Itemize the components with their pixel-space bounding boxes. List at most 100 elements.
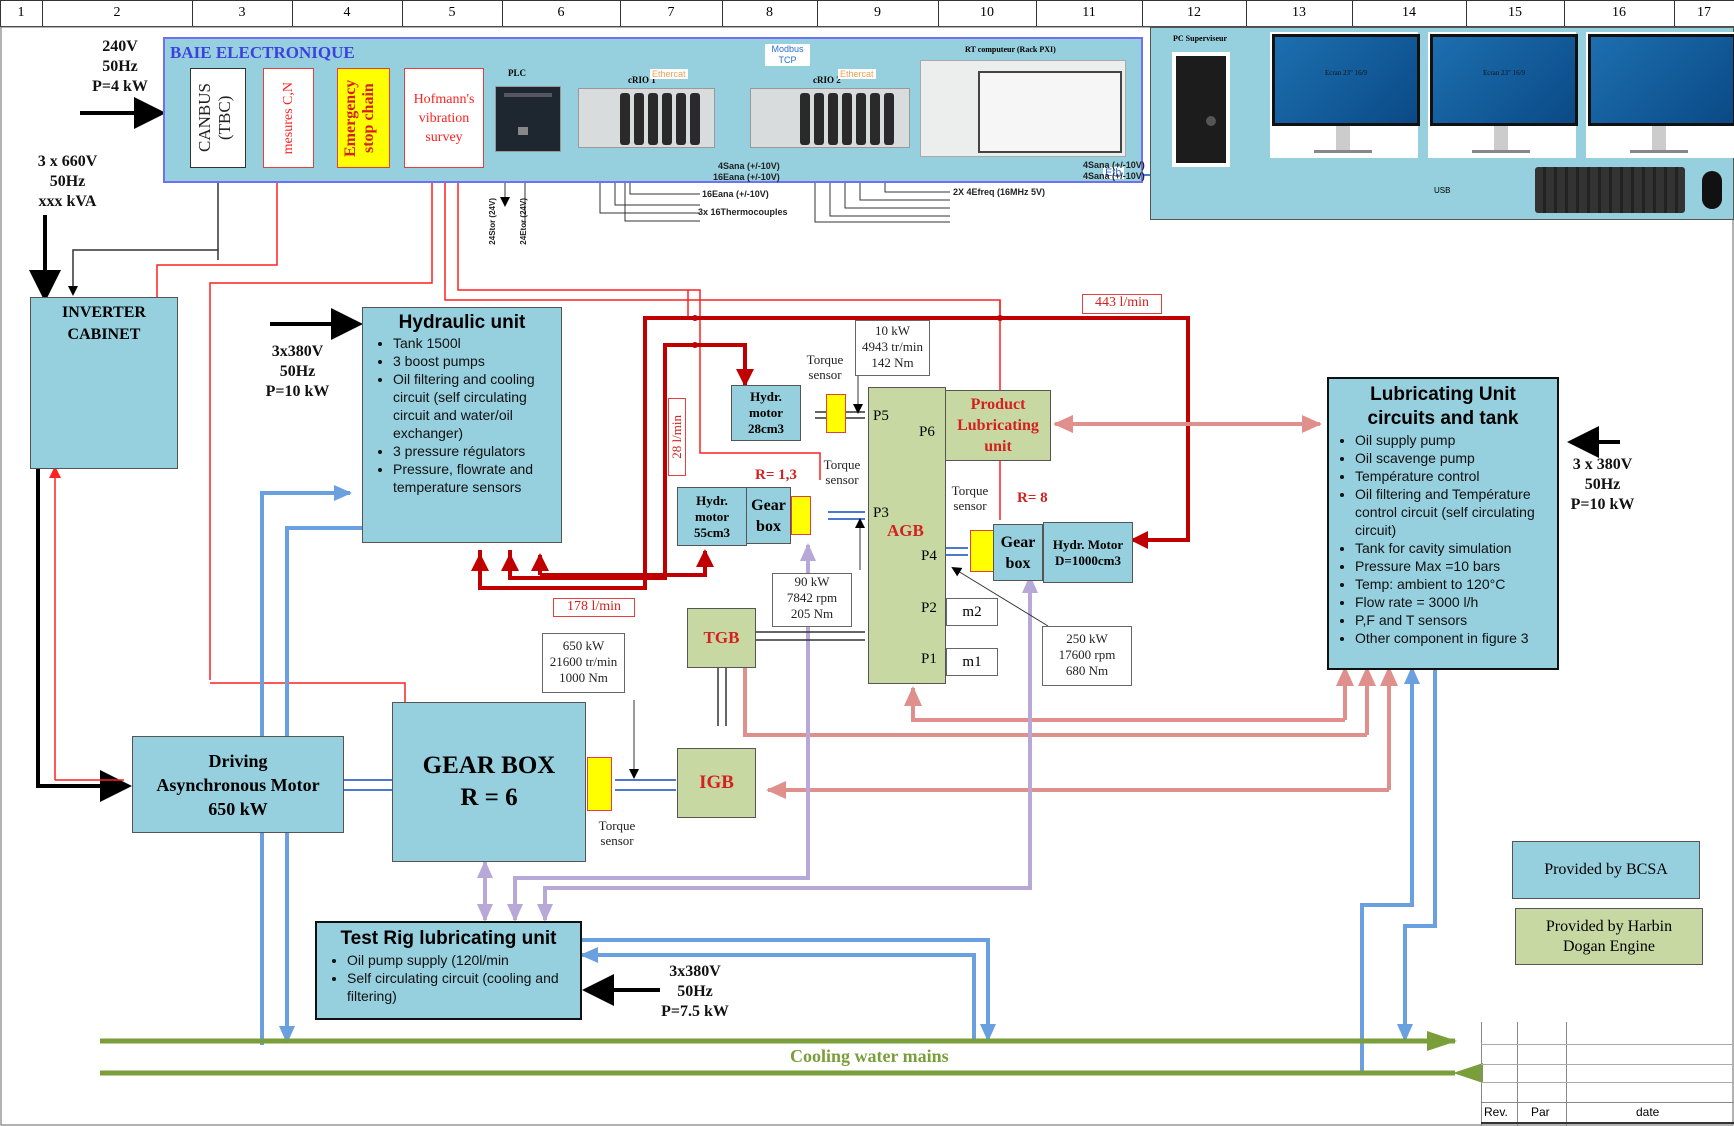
igb-block: IGB: [677, 748, 756, 818]
torque-sensor-p4: [970, 530, 995, 572]
revision-table: Rev. Par date: [1481, 1022, 1734, 1126]
usb-label: USB: [1434, 186, 1451, 195]
column-header: 4: [292, 0, 403, 26]
flow-443: 443 l/min: [1082, 294, 1162, 314]
crio1-label: cRIO 1: [628, 75, 656, 85]
ratio-8: R= 8: [1017, 490, 1048, 506]
crio-module-slot: [884, 93, 894, 145]
plc-io-out: 24Stor (24V): [488, 198, 497, 245]
list-item: Oil pump supply (120l/min: [347, 951, 574, 969]
pxi-chassis: [978, 71, 1122, 153]
monitor-label: Ecran 23" 16/9: [1482, 69, 1526, 77]
mouse: [1702, 171, 1722, 209]
plc-port: [518, 127, 528, 135]
crio-module-slot: [828, 93, 838, 145]
port-p4: P4: [921, 548, 937, 564]
monitor-stand: [1652, 126, 1666, 150]
column-header: 6: [502, 0, 621, 26]
torque-label-p5: Torque sensor: [806, 352, 844, 382]
column-header: 7: [620, 0, 723, 26]
monitor-stand: [1336, 126, 1350, 150]
hydr-motor-55: Hydr. motor 55cm3: [677, 487, 747, 546]
rt-computer-device: [920, 60, 1126, 157]
monitor-label: Ecran 23" 16/9: [1324, 69, 1368, 77]
par-header: Par: [1531, 1105, 1550, 1119]
inverter-cabinet: INVERTER CABINET: [30, 297, 178, 469]
column-header: 10: [938, 0, 1037, 26]
gearbox-p3: Gear box: [746, 487, 791, 544]
pc-power-button: [1206, 116, 1216, 126]
column-header: 16: [1564, 0, 1675, 26]
column-header: 2: [42, 0, 193, 26]
crio-module-slot: [634, 93, 644, 145]
hydraulic-unit: Hydraulic unit Tank 1500l3 boost pumpsOi…: [362, 307, 562, 543]
torque-sensor-p3: [791, 496, 811, 535]
product-lubricating-unit: Product Lubricating unit: [945, 390, 1051, 461]
tgb-block: TGB: [687, 608, 756, 668]
monitor: Ecran 23" 16/9: [1428, 32, 1578, 158]
hofmann-box: Hofmann's vibration survey: [404, 68, 484, 168]
crio1-io-2: 16Eana (+/-10V): [713, 172, 780, 182]
torque-sensor-main: [587, 757, 612, 811]
hydraulic-unit-list: Tank 1500l3 boost pumpsOil filtering and…: [369, 334, 555, 496]
list-item: Self circulating circuit (cooling and fi…: [347, 969, 574, 1005]
plc-terminal-strip: [504, 93, 552, 97]
list-item: Oil supply pump: [1355, 431, 1555, 449]
rt-computer-label: RT computeur (Rack PXI): [965, 45, 1056, 54]
eth-label: Eth: [1103, 167, 1124, 179]
modbus-label: Modbus TCP: [765, 44, 810, 66]
port-p6: P6: [919, 424, 935, 440]
crio1-io-4: 3x 16Thermocouples: [698, 207, 788, 217]
list-item: Tank 1500l: [393, 334, 555, 352]
column-header: 15: [1466, 0, 1565, 26]
crio-module-slot: [690, 93, 700, 145]
test-rig-list: Oil pump supply (120l/minSelf circulatin…: [323, 951, 574, 1005]
list-item: 3 boost pumps: [393, 352, 555, 370]
crio-module-slot: [870, 93, 880, 145]
list-item: Oil filtering and cooling circuit (self …: [393, 370, 555, 442]
crio2-io-1: 4Sana (+/-10V): [1083, 160, 1145, 170]
agb-block: AGB P5 P6 P3 P4 P2 P1: [868, 387, 946, 684]
ethercat-label-1: Ethercat: [650, 69, 688, 79]
list-item: Oil scavenge pump: [1355, 449, 1555, 467]
list-item: Oil filtering and Température control ci…: [1355, 485, 1555, 539]
crio-module-slot: [648, 93, 658, 145]
column-header: 13: [1246, 0, 1353, 26]
crio2-label: cRIO 2: [813, 75, 841, 85]
list-item: Pressure, flowrate and temperature senso…: [393, 460, 555, 496]
list-item: 3 pressure régulators: [393, 442, 555, 460]
list-item: P,F and T sensors: [1355, 611, 1555, 629]
column-header: 3: [192, 0, 293, 26]
monitor-base: [1630, 150, 1688, 153]
lubricating-unit: Lubricating Unit circuits and tank Oil s…: [1327, 377, 1559, 670]
keyboard: [1535, 167, 1685, 213]
plc-io-in: 24Etor (24V): [519, 198, 528, 245]
m1-box: m1: [946, 648, 998, 676]
column-header: 12: [1142, 0, 1247, 26]
column-header: 11: [1036, 0, 1143, 26]
lubricating-unit-list: Oil supply pumpOil scavenge pumpTempérat…: [1331, 431, 1555, 647]
ethercat-label-2: Ethercat: [838, 69, 876, 79]
hydr-motor-1000: Hydr. Motor D=1000cm3: [1043, 522, 1133, 583]
legend-harbin: Provided by Harbin Dogan Engine: [1515, 908, 1703, 965]
crio-module-slot: [662, 93, 672, 145]
agb-title: AGB: [887, 521, 924, 540]
pc-tower: [1172, 52, 1230, 167]
column-header: 8: [722, 0, 818, 26]
monitor-screen: Ecran 23" 16/9: [1430, 34, 1578, 126]
torque-sensor-p5: [826, 394, 846, 433]
date-header: date: [1636, 1105, 1660, 1119]
torque-label-main: Torque sensor: [598, 818, 636, 848]
column-header: 5: [402, 0, 503, 26]
list-item: Flow rate = 3000 l/h: [1355, 593, 1555, 611]
monitor-screen: [1588, 34, 1734, 126]
port-p2: P2: [921, 600, 937, 616]
mesures-box: mesures C,N: [263, 68, 314, 168]
